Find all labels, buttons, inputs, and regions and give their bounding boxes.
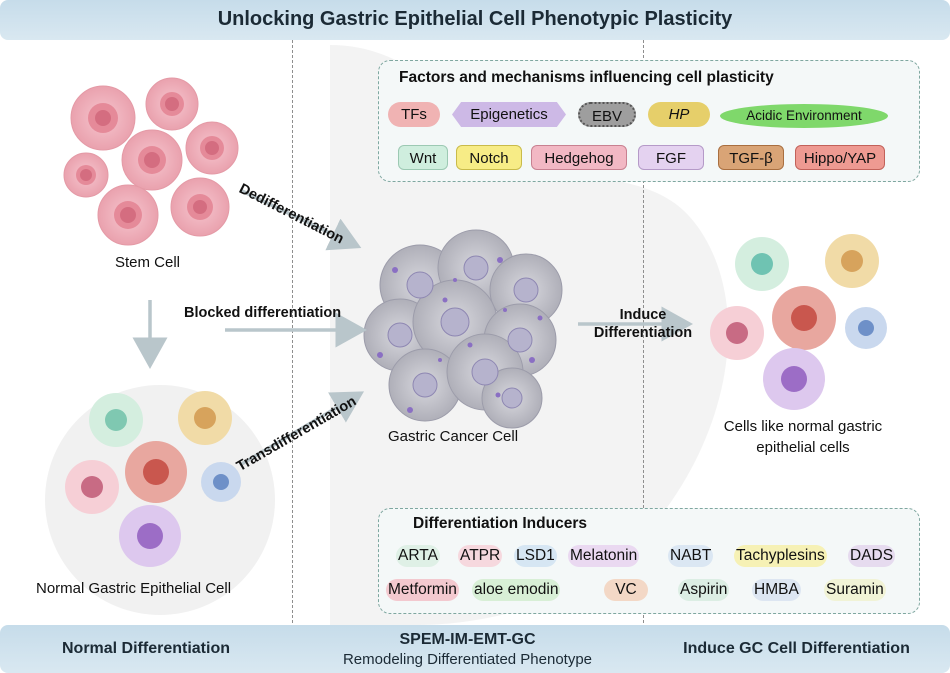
induced-cells-label: Cells like normal gastric epithelial cel… (723, 418, 883, 456)
pathway-notch: Notch (456, 145, 522, 170)
inducers-box-title: Differentiation Inducers (413, 515, 587, 532)
inducer-aloe-emodin: aloe emodin (472, 579, 561, 601)
stem-cell-label: Stem Cell (115, 254, 181, 271)
inducer-dads: DADS (848, 545, 896, 567)
bottom-right-title: Induce GC Cell Differentiation (683, 640, 910, 657)
cancer-cell-cluster (363, 229, 563, 429)
induce-differentiation-label: Induce Differentiation (593, 307, 693, 341)
bottom-mid-title: SPEM-IM-EMT-GC (399, 630, 536, 648)
inducer-melatonin: Melatonin (568, 545, 640, 567)
blocked-differentiation-label: Blocked differentiation (184, 305, 342, 321)
normal-cell-cluster (65, 391, 241, 567)
induced-cell-cluster (710, 234, 887, 410)
inducer-arta: ARTA (396, 545, 440, 567)
bottom-left-title: Normal Differentiation (61, 640, 230, 657)
cancer-cell-label: Gastric Cancer Cell (388, 428, 519, 445)
pathway-tgf-beta: TGF-β (718, 145, 784, 170)
flow-arrows (132, 188, 693, 467)
inducer-atpr: ATPR (458, 545, 503, 567)
inducer-hmba: HMBA (752, 579, 801, 601)
inducer-vc: VC (604, 579, 648, 601)
bottom-banner: Normal Differentiation SPEM-IM-EMT-GC Re… (0, 625, 950, 673)
divider-right (643, 40, 644, 673)
pathway-hippo-yap: Hippo/YAP (795, 145, 885, 170)
factor-ebv: EBV (578, 102, 636, 127)
page-title: Unlocking Gastric Epithelial Cell Phenot… (217, 8, 733, 30)
bottom-section-middle: SPEM-IM-EMT-GC Remodeling Differentiated… (292, 625, 643, 673)
normal-cell-label: Normal Gastric Epithelial Cell (36, 580, 232, 597)
factor-acidic-environment: Acidic Environment (720, 104, 888, 128)
pathway-hedgehog: Hedgehog (531, 145, 627, 170)
factor-hp: HP (648, 102, 710, 127)
bottom-section-normal: Normal Differentiation (0, 625, 292, 673)
factor-epigenetics: Epigenetics (452, 102, 566, 127)
pathway-fgf: FGF (638, 145, 704, 170)
divider-left (292, 40, 293, 673)
inducer-aspirin: Aspirin (678, 579, 730, 601)
bottom-mid-subtitle: Remodeling Differentiated Phenotype (342, 650, 593, 668)
inducer-suramin: Suramin (824, 579, 886, 601)
inducer-tachyplesins: Tachyplesins (734, 545, 827, 567)
pathway-wnt: Wnt (398, 145, 448, 170)
stem-cell-cluster (63, 77, 239, 246)
inducer-metformin: Metformin (386, 579, 459, 601)
inducer-nabt: NABT (668, 545, 714, 567)
factor-tfs: TFs (388, 102, 440, 127)
title-banner: Unlocking Gastric Epithelial Cell Phenot… (0, 0, 950, 40)
inducer-lsd1: LSD1 (514, 545, 557, 567)
bottom-section-induce: Induce GC Cell Differentiation (643, 625, 950, 673)
factors-box-title: Factors and mechanisms influencing cell … (399, 69, 774, 86)
